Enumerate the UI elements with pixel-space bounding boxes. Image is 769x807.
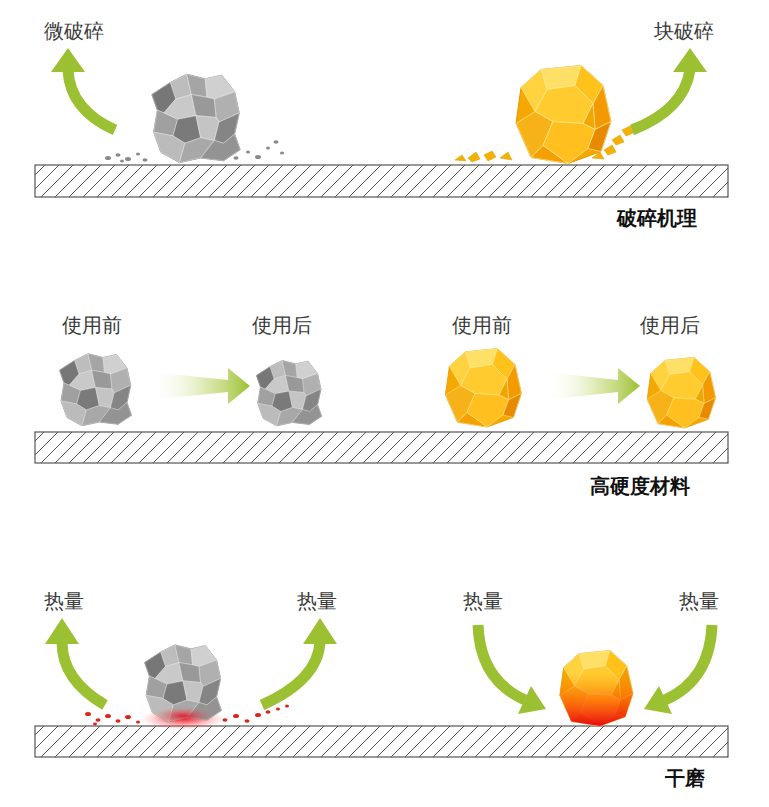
yellow-gem xyxy=(445,349,521,427)
hatched-surface xyxy=(35,726,728,757)
hatched-surface xyxy=(35,165,728,757)
section-caption: 高硬度材料 xyxy=(590,473,690,499)
section-label: 热量 xyxy=(44,588,84,614)
yellow-gem xyxy=(647,357,715,428)
arrow-head xyxy=(518,686,546,714)
grey-rock xyxy=(256,361,321,426)
coarse-particles xyxy=(455,126,633,162)
green-arrow xyxy=(62,642,105,705)
arrow-head xyxy=(303,618,337,644)
section-label: 热量 xyxy=(463,588,503,614)
arrow-head xyxy=(644,686,672,714)
hatched-surface xyxy=(35,432,728,463)
fine-particles xyxy=(105,140,284,162)
grey-rock xyxy=(60,354,132,426)
section-caption: 干磨 xyxy=(665,765,705,791)
hot-particles xyxy=(85,705,289,726)
hatched-surface xyxy=(35,165,728,197)
transition-arrow xyxy=(150,368,640,404)
transition-arrow xyxy=(150,368,250,404)
section-label: 热量 xyxy=(679,588,719,614)
heat-glow xyxy=(153,707,213,725)
grey-rock xyxy=(152,74,240,162)
transition-arrow xyxy=(545,368,640,404)
green-arrow xyxy=(262,642,320,705)
section-label: 块破碎 xyxy=(654,18,714,44)
arrow-head xyxy=(51,48,85,72)
section-label: 热量 xyxy=(297,588,337,614)
green-arrow xyxy=(665,625,712,700)
section-label: 使用后 xyxy=(640,312,700,338)
green-arrow xyxy=(68,70,115,130)
heated-gem xyxy=(560,651,633,726)
section-label: 使用后 xyxy=(252,312,312,338)
section-label: 使用前 xyxy=(452,312,512,338)
green-arrow xyxy=(632,70,690,130)
green-arrow xyxy=(478,625,525,700)
arrow-head xyxy=(51,48,707,72)
yellow-gem xyxy=(516,66,611,164)
section-caption: 破碎机理 xyxy=(617,205,697,231)
arrow-head xyxy=(45,618,79,644)
section-label: 使用前 xyxy=(62,312,122,338)
section-label: 微破碎 xyxy=(44,18,104,44)
arrow-head xyxy=(673,48,707,72)
